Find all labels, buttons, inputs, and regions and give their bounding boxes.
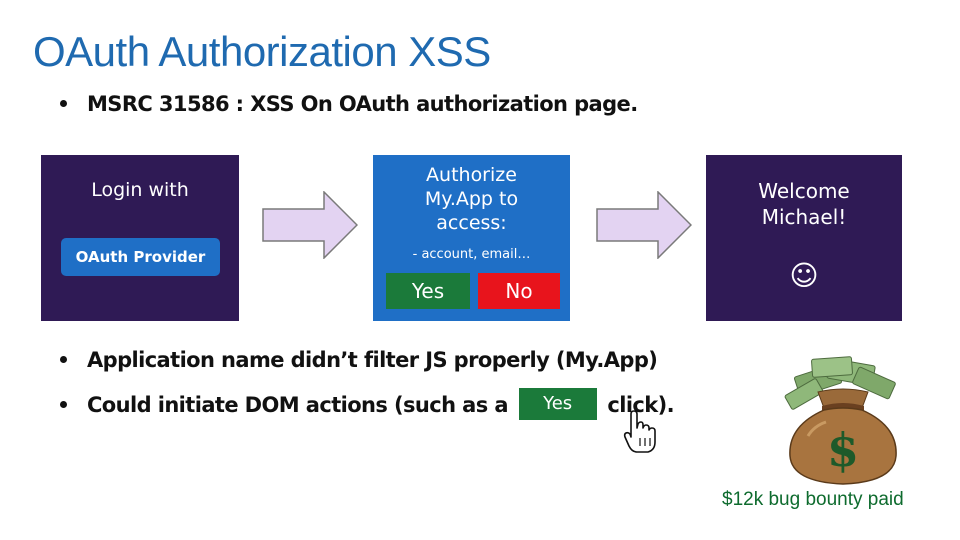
no-button[interactable]: No <box>478 273 560 309</box>
slide-title: OAuth Authorization XSS <box>33 28 491 75</box>
authorize-scope: - account, email… <box>412 247 531 262</box>
authorize-panel: Authorize My.App to access: - account, e… <box>373 155 570 321</box>
authorize-line-2: My.App to <box>424 188 519 210</box>
authorize-line-3: access: <box>436 212 507 234</box>
authorize-prompt: Authorize My.App to access: <box>373 163 570 235</box>
money-bag-icon: $ <box>784 356 897 485</box>
hand-cursor-icon <box>623 410 656 453</box>
smiley-icon: ☺ <box>789 259 819 292</box>
welcome-line-1: Welcome <box>758 179 850 203</box>
bullet-dom-actions-text: Could initiate DOM actions (such as a <box>87 393 509 417</box>
oauth-provider-button[interactable]: OAuth Provider <box>61 238 220 276</box>
arrow-right-icon <box>596 191 692 259</box>
bullet-dom-actions: Could initiate DOM actions (such as a Ye… <box>60 388 675 422</box>
authorize-line-1: Authorize <box>426 164 517 186</box>
bullet-dot <box>60 355 67 363</box>
bullet-dot <box>60 400 67 408</box>
bullet-app-name-text: Application name didn’t filter JS proper… <box>87 348 658 372</box>
bullet-msrc: MSRC 31586 : XSS On OAuth authorization … <box>60 92 638 116</box>
bullet-app-name: Application name didn’t filter JS proper… <box>60 348 658 372</box>
yes-button[interactable]: Yes <box>386 273 470 309</box>
welcome-panel: Welcome Michael! ☺ <box>706 155 902 321</box>
bullet-dom-actions-end: click). <box>607 393 675 417</box>
svg-text:$: $ <box>827 423 859 477</box>
inline-yes-button[interactable]: Yes <box>518 388 597 420</box>
arrow-right-icon <box>262 191 358 259</box>
login-panel: Login with OAuth Provider <box>41 155 239 321</box>
bug-bounty-caption: $12k bug bounty paid <box>722 489 904 510</box>
welcome-message: Welcome Michael! <box>706 178 902 230</box>
login-with-label: Login with <box>91 179 189 201</box>
welcome-line-2: Michael! <box>761 205 847 229</box>
bullet-msrc-text: MSRC 31586 : XSS On OAuth authorization … <box>87 92 638 116</box>
bullet-dot <box>60 99 67 107</box>
